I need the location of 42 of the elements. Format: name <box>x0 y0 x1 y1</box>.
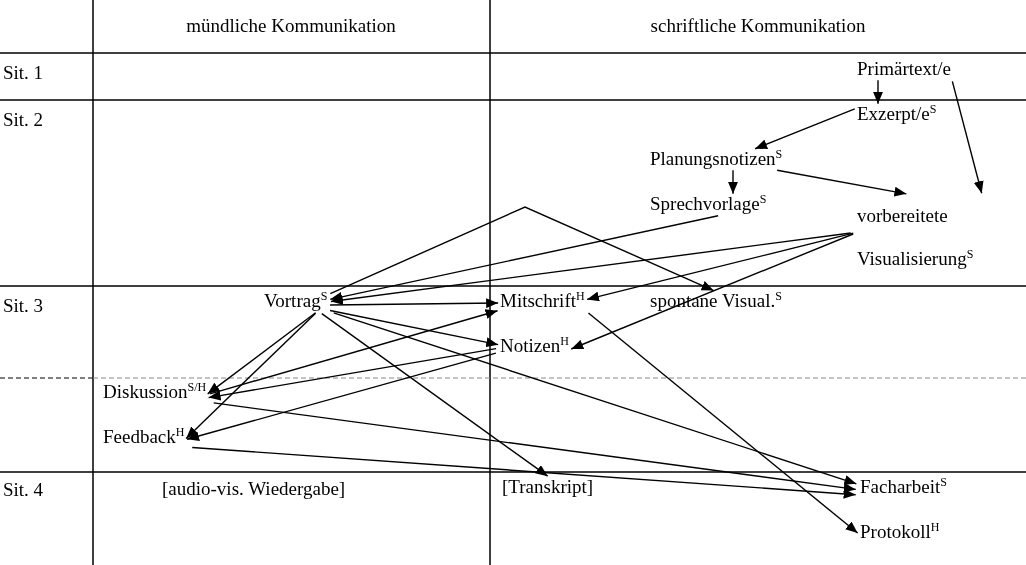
cell-text: [audio-vis. Wiedergabe] <box>162 479 346 500</box>
arrow <box>209 309 499 395</box>
arrow <box>951 80 984 194</box>
concept-label: Planungsnotizen$^{S}$ <box>649 149 784 170</box>
arrow <box>191 446 857 499</box>
concept-label: Facharbeit$^{S}$ <box>859 477 948 498</box>
arrow <box>186 352 497 441</box>
arrow <box>873 79 883 105</box>
arrow <box>329 309 499 348</box>
concept-label: Notizen$^{H}$ <box>499 336 570 357</box>
concept-label: Protokoll$^{H}$ <box>859 522 941 543</box>
concept-label: Primärtext/e <box>856 59 952 80</box>
arrow <box>321 312 549 477</box>
concept-label: Mitschrift$^{H}$ <box>499 291 586 312</box>
arrow <box>329 298 499 309</box>
arrow <box>754 108 856 150</box>
concept-label: [Transkript] <box>501 477 595 498</box>
row-header: Sit. 3 <box>3 296 44 317</box>
arrow <box>329 215 719 302</box>
arrow <box>728 169 738 195</box>
arrow <box>587 312 859 534</box>
arrow <box>213 402 857 493</box>
row-header: Sit. 1 <box>3 63 44 84</box>
row-header: Sit. 2 <box>3 110 44 131</box>
arrow <box>207 312 317 395</box>
arrow <box>207 347 497 401</box>
column-header: schriftliche Kommunikation <box>650 16 866 37</box>
arrow <box>776 169 908 197</box>
concept-label: Diskussion$^{S/H}$ <box>102 382 208 403</box>
arrow <box>329 206 715 295</box>
row-header: Sit. 4 <box>3 480 44 501</box>
arrow <box>586 232 854 302</box>
arrow <box>332 312 858 485</box>
column-header: mündliche Kommunikation <box>186 16 396 37</box>
concept-label: Feedback$^{H}$ <box>102 427 186 448</box>
arrow <box>570 233 854 350</box>
concept-label: Sprechvorlage$^{S}$ <box>649 194 768 215</box>
arrow <box>330 232 852 305</box>
concept-label: Vortrag$^{S}$ <box>263 291 329 312</box>
arrow <box>185 312 317 440</box>
concept-label: Exzerpt/e$^{S}$ <box>856 104 938 125</box>
concept-label: vorbereitete Visualisierung$^{S}$ <box>856 194 1026 280</box>
